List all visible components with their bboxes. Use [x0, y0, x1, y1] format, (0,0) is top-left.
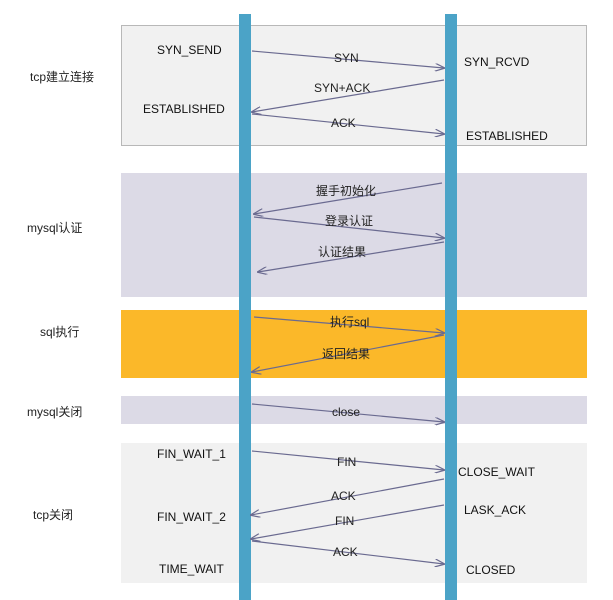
section-tcp-connect: [121, 25, 587, 146]
msg-ack-1: ACK: [331, 116, 356, 130]
state-lask-ack: LASK_ACK: [464, 503, 527, 517]
section-label-mysql-close: mysql关闭: [27, 405, 83, 419]
msg-fin-1: FIN: [337, 455, 357, 469]
section-label-sql-exec: sql执行: [40, 325, 80, 339]
section-label-mysql-auth: mysql认证: [27, 221, 83, 235]
msg-close: close: [332, 405, 361, 419]
arrow-return-result: [252, 334, 445, 372]
msg-auth-result: 认证结果: [318, 245, 367, 259]
msg-syn: SYN: [334, 51, 359, 65]
msg-ack-2: ACK: [331, 489, 356, 503]
state-established-server: ESTABLISHED: [466, 129, 548, 143]
state-time-wait: TIME_WAIT: [159, 562, 224, 576]
state-established-client: ESTABLISHED: [143, 102, 225, 116]
section-tcp-close: [121, 443, 587, 583]
arrow-login-auth: [253, 216, 444, 238]
server-timeline: [445, 14, 457, 600]
state-closed: CLOSED: [466, 563, 516, 577]
msg-handshake-init: 握手初始化: [316, 184, 377, 198]
section-mysql-close: [121, 396, 587, 424]
section-sql-exec: [121, 310, 587, 378]
section-mysql-auth: [121, 173, 587, 297]
arrow-syn-ack: [252, 79, 445, 112]
msg-exec-sql: 执行sql: [330, 315, 370, 329]
arrow-ack-3: [251, 540, 444, 564]
client-timeline: [239, 14, 251, 600]
state-syn-send: SYN_SEND: [157, 43, 222, 57]
arrow-exec-sql: [253, 316, 444, 333]
msg-fin-2: FIN: [335, 514, 355, 528]
state-fin-wait-2: FIN_WAIT_2: [157, 510, 226, 524]
state-fin-wait-1: FIN_WAIT_1: [157, 447, 226, 461]
msg-syn-ack: SYN+ACK: [314, 81, 371, 95]
msg-ack-3: ACK: [333, 545, 358, 559]
arrow-fin-1: [251, 450, 444, 470]
section-label-tcp-connect: tcp建立连接: [30, 70, 95, 84]
msg-return-result: 返回结果: [322, 347, 371, 361]
state-close-wait: CLOSE_WAIT: [458, 465, 535, 479]
msg-login-auth: 登录认证: [325, 214, 374, 228]
section-label-tcp-close: tcp关闭: [33, 508, 74, 522]
arrow-handshake-init: [254, 182, 443, 214]
state-syn-rcvd: SYN_RCVD: [464, 55, 530, 69]
arrow-ack-2: [251, 478, 445, 515]
arrow-close: [251, 403, 444, 422]
arrow-fin-2: [251, 504, 445, 539]
arrow-auth-result: [258, 241, 445, 272]
arrow-ack-1: [251, 113, 444, 134]
arrow-syn: [251, 50, 444, 68]
